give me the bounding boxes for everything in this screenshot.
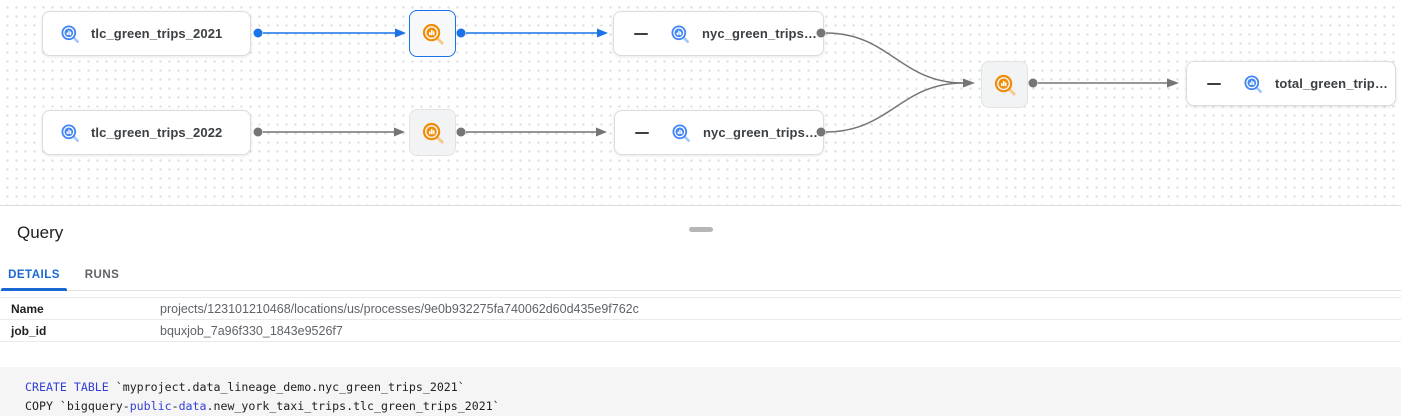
details-table: Name projects/123101210468/locations/us/… [0, 297, 1401, 342]
detail-row-job-id: job_id bquxjob_7a96f330_1843e9526f7 [0, 319, 1401, 342]
arrowhead [596, 127, 607, 137]
output-port-dot [253, 127, 263, 137]
process-search-icon [422, 122, 444, 144]
table-node-nyc-green-trips-2022[interactable]: nyc_green_trips… [614, 110, 824, 155]
table-node-label: tlc_green_trips_2022 [91, 125, 223, 140]
lineage-search-icon [672, 123, 690, 142]
panel-title: Query [17, 223, 64, 242]
arrowhead [963, 78, 975, 88]
detail-label: job_id [11, 323, 47, 338]
panel-resize-handle[interactable] [688, 227, 713, 232]
process-node-1-selected[interactable] [409, 10, 456, 57]
edge-tlc2021-to-process1 [253, 28, 406, 38]
output-port-dot [456, 28, 466, 38]
process-search-icon [422, 23, 444, 45]
arrowhead [395, 28, 406, 38]
sql-code-block: CREATE TABLE `myproject.data_lineage_dem… [0, 367, 1401, 416]
output-port-dot [456, 127, 466, 137]
process-node-2[interactable] [409, 109, 456, 156]
collapse-minus-icon[interactable] [634, 32, 648, 35]
detail-row-name: Name projects/123101210468/locations/us/… [0, 297, 1401, 319]
lineage-graph-canvas[interactable]: tlc_green_trips_2021 nyc_green_trips… [0, 0, 1401, 206]
sql-line-1: CREATE TABLE `myproject.data_lineage_dem… [25, 380, 465, 394]
table-node-nyc-green-trips-2021[interactable]: nyc_green_trips… [613, 11, 824, 56]
output-port-dot [1028, 78, 1038, 88]
table-node-tlc-green-trips-2021[interactable]: tlc_green_trips_2021 [42, 11, 251, 56]
details-panel: Query DETAILS RUNS Name projects/1231012… [0, 223, 1401, 417]
lineage-search-icon [671, 24, 689, 43]
table-node-tlc-green-trips-2022[interactable]: tlc_green_trips_2022 [42, 110, 251, 155]
panel-tab-bar: DETAILS RUNS [0, 261, 1401, 291]
collapse-minus-icon[interactable] [1207, 82, 1221, 85]
arrowhead [597, 28, 608, 38]
table-node-label: nyc_green_trips… [703, 125, 819, 140]
collapse-minus-icon[interactable] [635, 131, 649, 134]
table-node-label: nyc_green_trips… [702, 26, 818, 41]
lineage-search-icon [61, 24, 79, 43]
lineage-search-icon [61, 123, 79, 142]
output-port-dot [253, 28, 263, 38]
tab-runs[interactable]: RUNS [84, 269, 120, 281]
process-node-merge[interactable] [981, 61, 1028, 108]
detail-label: Name [11, 301, 44, 316]
edge-process1-to-nyc2021 [456, 28, 608, 38]
process-search-icon [994, 74, 1016, 96]
detail-value: projects/123101210468/locations/us/proce… [160, 301, 639, 316]
edge-merge-to-total [1028, 78, 1179, 88]
edge-nyc2022-to-merge [816, 78, 975, 137]
sql-line-2: COPY `bigquery-public-data.new_york_taxi… [25, 398, 500, 413]
edge-nyc2021-to-merge [816, 28, 964, 84]
table-node-label: total_green_trip… [1275, 76, 1388, 91]
edge-tlc2022-to-process2 [253, 127, 405, 137]
tab-details[interactable]: DETAILS [0, 261, 68, 291]
arrowhead [1167, 78, 1179, 88]
arrowhead [394, 127, 405, 137]
lineage-search-icon [1244, 74, 1262, 93]
detail-value: bquxjob_7a96f330_1843e9526f7 [160, 323, 343, 338]
edge-process2-to-nyc2022 [456, 127, 607, 137]
table-node-label: tlc_green_trips_2021 [91, 26, 223, 41]
table-node-total-green-trips[interactable]: total_green_trip… [1186, 61, 1396, 106]
